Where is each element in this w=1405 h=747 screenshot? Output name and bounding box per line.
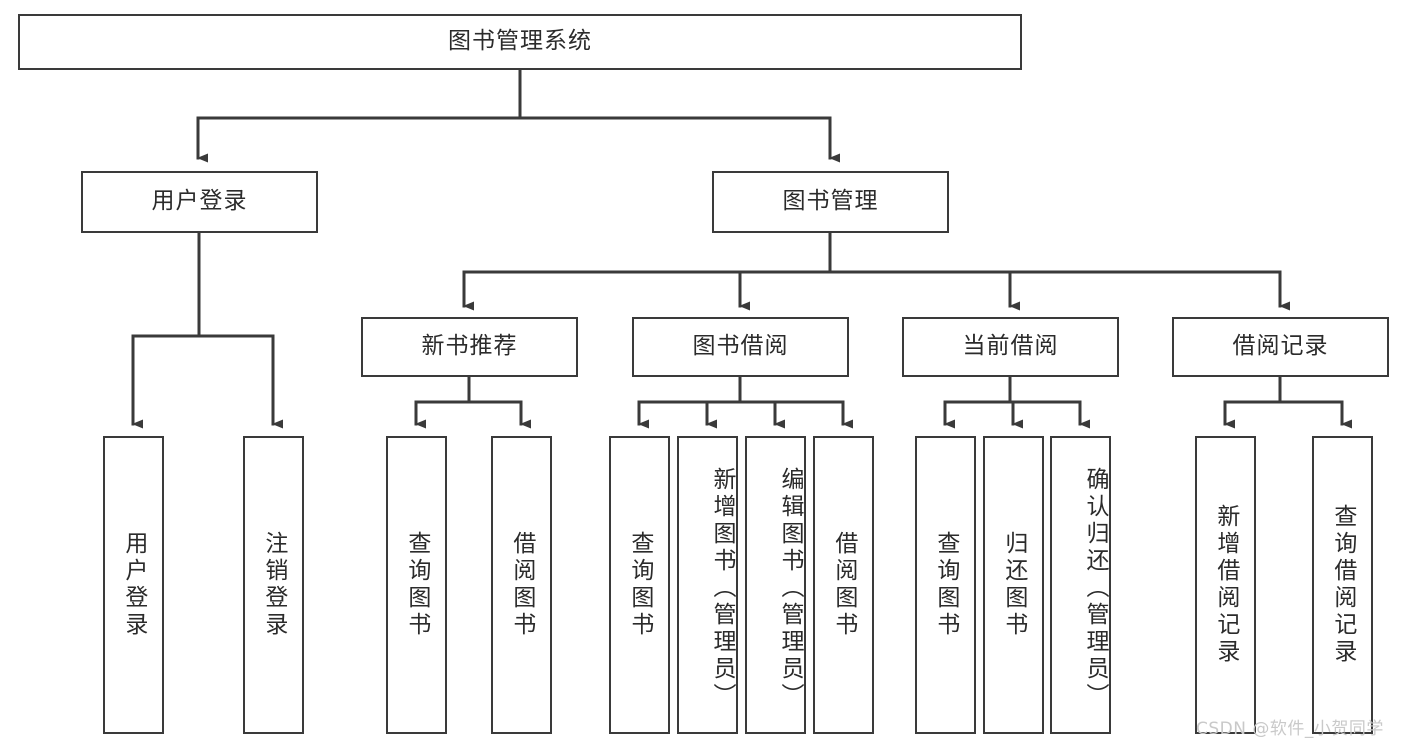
node-root[interactable]: 图书管理系统: [18, 14, 1022, 70]
node-leaf-user-login-label: 用户登录: [120, 531, 147, 639]
node-new-book-recommend-label: 新书推荐: [421, 333, 518, 360]
node-leaf-edit-book[interactable]: 编辑图书（管理员）: [745, 436, 806, 734]
node-leaf-add-book-label: 新增图书（管理员）: [709, 466, 735, 710]
node-leaf-borrow-book-1[interactable]: 借阅图书: [491, 436, 552, 734]
node-leaf-user-logout[interactable]: 注销登录: [243, 436, 304, 734]
node-leaf-query-book-3[interactable]: 查询图书: [915, 436, 976, 734]
node-leaf-user-login[interactable]: 用户登录: [103, 436, 164, 734]
node-leaf-confirm-return-label: 确认归还（管理员）: [1082, 466, 1108, 710]
node-user-login[interactable]: 用户登录: [81, 171, 318, 233]
node-user-login-label: 用户登录: [151, 188, 248, 215]
node-leaf-confirm-return[interactable]: 确认归还（管理员）: [1050, 436, 1111, 734]
node-leaf-query-book-1-label: 查询图书: [403, 531, 430, 639]
node-leaf-query-book-2-label: 查询图书: [626, 531, 653, 639]
node-root-label: 图书管理系统: [448, 28, 592, 55]
node-leaf-borrow-book-2-label: 借阅图书: [830, 531, 857, 639]
node-borrow-record[interactable]: 借阅记录: [1172, 317, 1389, 377]
node-book-manage-label: 图书管理: [782, 188, 879, 215]
node-book-manage[interactable]: 图书管理: [712, 171, 949, 233]
node-current-borrow[interactable]: 当前借阅: [902, 317, 1119, 377]
node-new-book-recommend[interactable]: 新书推荐: [361, 317, 578, 377]
node-leaf-return-book[interactable]: 归还图书: [983, 436, 1044, 734]
node-leaf-add-record[interactable]: 新增借阅记录: [1195, 436, 1256, 734]
node-book-borrow[interactable]: 图书借阅: [632, 317, 849, 377]
node-leaf-borrow-book-2[interactable]: 借阅图书: [813, 436, 874, 734]
node-leaf-query-book-2[interactable]: 查询图书: [609, 436, 670, 734]
node-leaf-borrow-book-1-label: 借阅图书: [508, 531, 535, 639]
node-leaf-user-logout-label: 注销登录: [260, 531, 287, 639]
watermark-text: CSDN @软件_小贺同学: [1196, 719, 1384, 739]
node-leaf-query-record-label: 查询借阅记录: [1329, 504, 1356, 666]
node-leaf-add-book[interactable]: 新增图书（管理员）: [677, 436, 738, 734]
node-leaf-add-record-label: 新增借阅记录: [1212, 504, 1239, 666]
node-book-borrow-label: 图书借阅: [692, 333, 789, 360]
node-borrow-record-label: 借阅记录: [1232, 333, 1329, 360]
node-leaf-query-book-1[interactable]: 查询图书: [386, 436, 447, 734]
node-leaf-return-book-label: 归还图书: [1000, 531, 1027, 639]
node-current-borrow-label: 当前借阅: [962, 333, 1059, 360]
node-leaf-query-record[interactable]: 查询借阅记录: [1312, 436, 1373, 734]
node-leaf-query-book-3-label: 查询图书: [932, 531, 959, 639]
node-leaf-edit-book-label: 编辑图书（管理员）: [777, 466, 803, 710]
